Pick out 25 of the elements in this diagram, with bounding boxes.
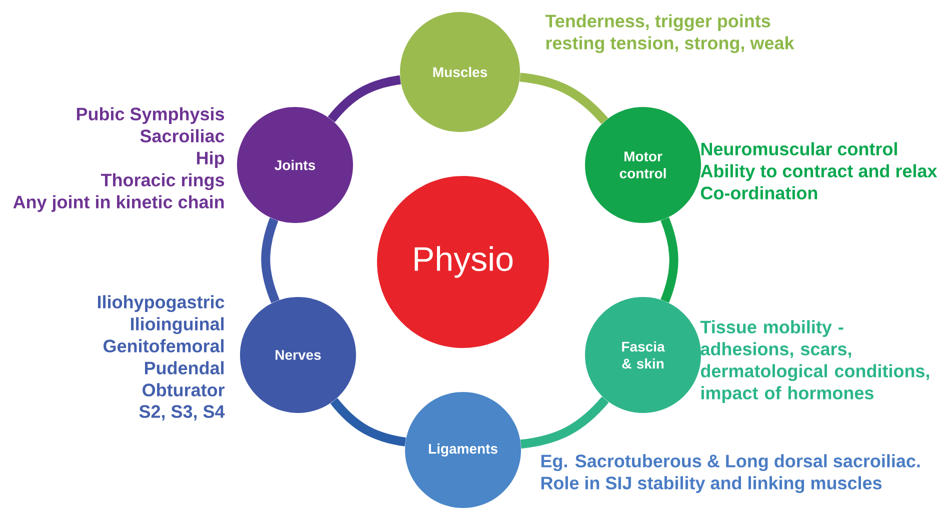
- annotation-text: Obturator: [142, 383, 225, 396]
- annotation-text: Iliohypogastric: [98, 295, 224, 312]
- ring-connector: [520, 396, 609, 449]
- annotation-text: Ability to contract and relax: [700, 164, 938, 181]
- ring-connector: [519, 72, 608, 124]
- ring-connector: [328, 75, 402, 122]
- annotation-text: Tenderness, trigger points: [545, 14, 770, 32]
- annotation-text: Genitofemoral: [104, 339, 224, 352]
- annotation-text: resting tension, strong, weak: [546, 36, 794, 54]
- annotation-text: Co-ordination: [700, 186, 818, 200]
- annotation-text: Hip: [197, 151, 224, 168]
- annotation-text: Sacroiliac: [140, 129, 224, 142]
- annotation-text: Any joint in kinetic chain: [13, 195, 224, 212]
- ring-connector: [261, 218, 280, 304]
- annotation-text: Ilioinguinal: [131, 317, 224, 334]
- ring-connector: [660, 217, 678, 303]
- annotation-text: Tissue mobility - adhesions, scars, dermatological conditions, impact of hormones: [700, 320, 930, 403]
- annotation-text: Pudendal: [145, 361, 224, 374]
- annotation-text: Pubic Symphysis: [76, 107, 224, 124]
- annotation-text: Neuromuscular control: [701, 142, 897, 156]
- annotation-text: Thoracic rings: [100, 173, 224, 190]
- annotation-text: Eg. Sacrotuberous & Long dorsal sacroiliac.: [541, 454, 920, 472]
- annotation-text: Role in SIJ stability and linking muscles: [541, 476, 882, 494]
- ring-connector: [330, 398, 406, 446]
- annotation-text: S2, S3, S4: [139, 405, 225, 421]
